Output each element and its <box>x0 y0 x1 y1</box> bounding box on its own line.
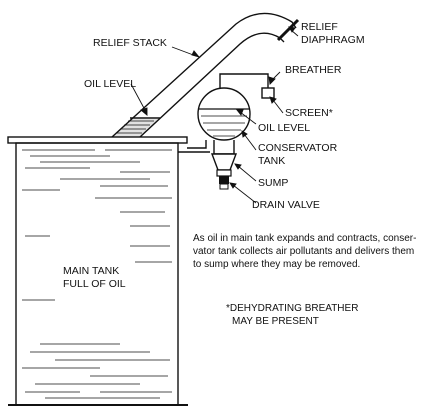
main-tank-lid <box>7 136 188 144</box>
label-breather: BREATHER <box>285 64 342 76</box>
conservator-tank <box>197 87 251 141</box>
conservator-oil-hatching <box>201 115 247 137</box>
breather-pipe <box>219 73 269 88</box>
caption-line-2: vator tank collects air pollutants and d… <box>193 246 414 257</box>
label-oil-level-stack: OIL LEVEL <box>84 78 136 90</box>
drain-valve-body <box>216 169 232 177</box>
relief-diaphragm <box>276 18 300 42</box>
relief-stack-oil-hatching <box>116 120 154 134</box>
label-conservator-tank-1: CONSERVATOR <box>258 142 338 154</box>
label-main-tank-1: MAIN TANK <box>63 265 119 277</box>
label-oil-level-conservator: OIL LEVEL <box>258 122 310 134</box>
footnote-line-1: *DEHYDRATING BREATHER <box>226 303 358 314</box>
relief-stack <box>111 12 300 138</box>
drain-valve <box>219 176 229 184</box>
label-sump: SUMP <box>258 177 288 189</box>
relief-stack-outer-wall <box>111 12 297 138</box>
conservator-assembly <box>178 73 275 190</box>
caption-line-3: to sump where they may be removed. <box>193 259 360 270</box>
feed-pipe <box>187 140 207 149</box>
footnote-line-2: MAY BE PRESENT <box>232 316 319 327</box>
conservator-drain-neck <box>213 140 235 155</box>
breather-screen <box>261 87 275 99</box>
label-relief-diaphragm-2: DIAPHRAGM <box>301 34 365 46</box>
sump <box>210 153 238 171</box>
main-tank-oil-hatching <box>22 149 172 399</box>
main-tank <box>7 136 188 406</box>
label-screen: SCREEN* <box>285 107 333 119</box>
label-drain-valve: DRAIN VALVE <box>252 199 320 211</box>
label-relief-diaphragm-1: RELIEF <box>301 21 338 33</box>
relief-stack-oil <box>112 119 159 137</box>
label-relief-stack: RELIEF STACK <box>93 37 167 49</box>
caption-line-1: As oil in main tank expands and contract… <box>193 233 416 244</box>
leader-lines <box>130 26 299 204</box>
label-main-tank-2: FULL OF OIL <box>63 278 126 290</box>
drain-valve-cap <box>219 183 229 190</box>
label-conservator-tank-2: TANK <box>258 155 285 167</box>
